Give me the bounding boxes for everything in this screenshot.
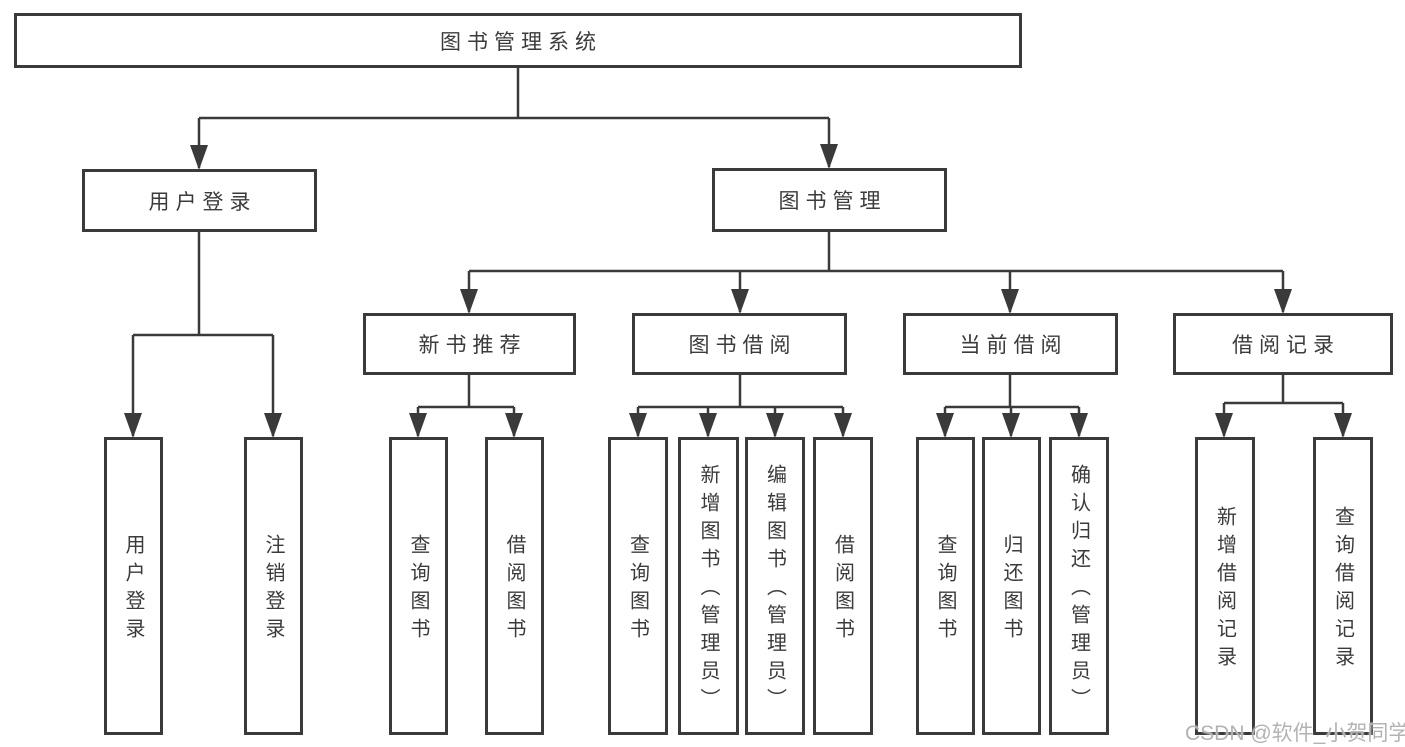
- leaf-edit-books-admin-label: 编辑图书（管理员）: [763, 464, 786, 716]
- node-new-book-recommend: 新书推荐: [363, 313, 576, 375]
- node-current-borrow: 当前借阅: [903, 313, 1118, 375]
- leaf-return-books-label: 归还图书: [1000, 534, 1022, 646]
- leaf-borrow-query-books-label: 查询图书: [626, 534, 649, 646]
- leaf-recommend-query-books-label: 查询图书: [407, 534, 429, 646]
- leaf-query-borrow-record-label: 查询借阅记录: [1331, 506, 1354, 674]
- node-book-management-label: 图书管理: [778, 190, 887, 213]
- node-root-label: 图书管理系统: [440, 30, 602, 54]
- node-borrow-records: 借阅记录: [1173, 313, 1393, 375]
- leaf-borrow-books: 借阅图书: [813, 437, 873, 735]
- leaf-recommend-borrow-books: 借阅图书: [485, 437, 544, 735]
- leaf-query-borrow-record: 查询借阅记录: [1313, 437, 1373, 735]
- node-user-login-label: 用户登录: [148, 190, 257, 214]
- node-borrow-records-label: 借阅记录: [1232, 334, 1340, 357]
- leaf-borrow-books-label: 借阅图书: [831, 534, 854, 646]
- leaf-return-books: 归还图书: [982, 437, 1041, 735]
- leaf-logout: 注销登录: [244, 437, 303, 735]
- node-current-borrow-label: 当前借阅: [959, 334, 1068, 357]
- leaf-confirm-return-admin: 确认归还（管理员）: [1049, 437, 1109, 735]
- node-book-borrow-label: 图书借阅: [688, 334, 797, 357]
- node-book-management: 图书管理: [712, 168, 947, 232]
- node-book-borrow: 图书借阅: [632, 313, 847, 375]
- leaf-confirm-return-admin-label: 确认归还（管理员）: [1067, 464, 1090, 716]
- leaf-edit-books-admin: 编辑图书（管理员）: [745, 437, 805, 735]
- leaf-recommend-borrow-books-label: 借阅图书: [503, 534, 525, 646]
- leaf-add-borrow-record: 新增借阅记录: [1195, 437, 1255, 735]
- leaf-user-login: 用户登录: [104, 437, 163, 735]
- leaf-current-query-books: 查询图书: [916, 437, 975, 735]
- leaf-add-borrow-record-label: 新增借阅记录: [1213, 506, 1236, 674]
- node-new-book-recommend-label: 新书推荐: [418, 334, 527, 357]
- leaf-add-books-admin-label: 新增图书（管理员）: [697, 464, 719, 716]
- node-root: 图书管理系统: [14, 13, 1022, 68]
- leaf-user-login-label: 用户登录: [122, 534, 144, 646]
- leaf-add-books-admin: 新增图书（管理员）: [678, 437, 739, 735]
- csdn-watermark: CSDN @软件_小贺同学: [1185, 722, 1405, 745]
- leaf-current-query-books-label: 查询图书: [934, 534, 956, 646]
- leaf-logout-label: 注销登录: [262, 534, 284, 646]
- node-user-login: 用户登录: [82, 169, 317, 232]
- leaf-borrow-query-books: 查询图书: [608, 437, 668, 735]
- leaf-recommend-query-books: 查询图书: [389, 437, 448, 735]
